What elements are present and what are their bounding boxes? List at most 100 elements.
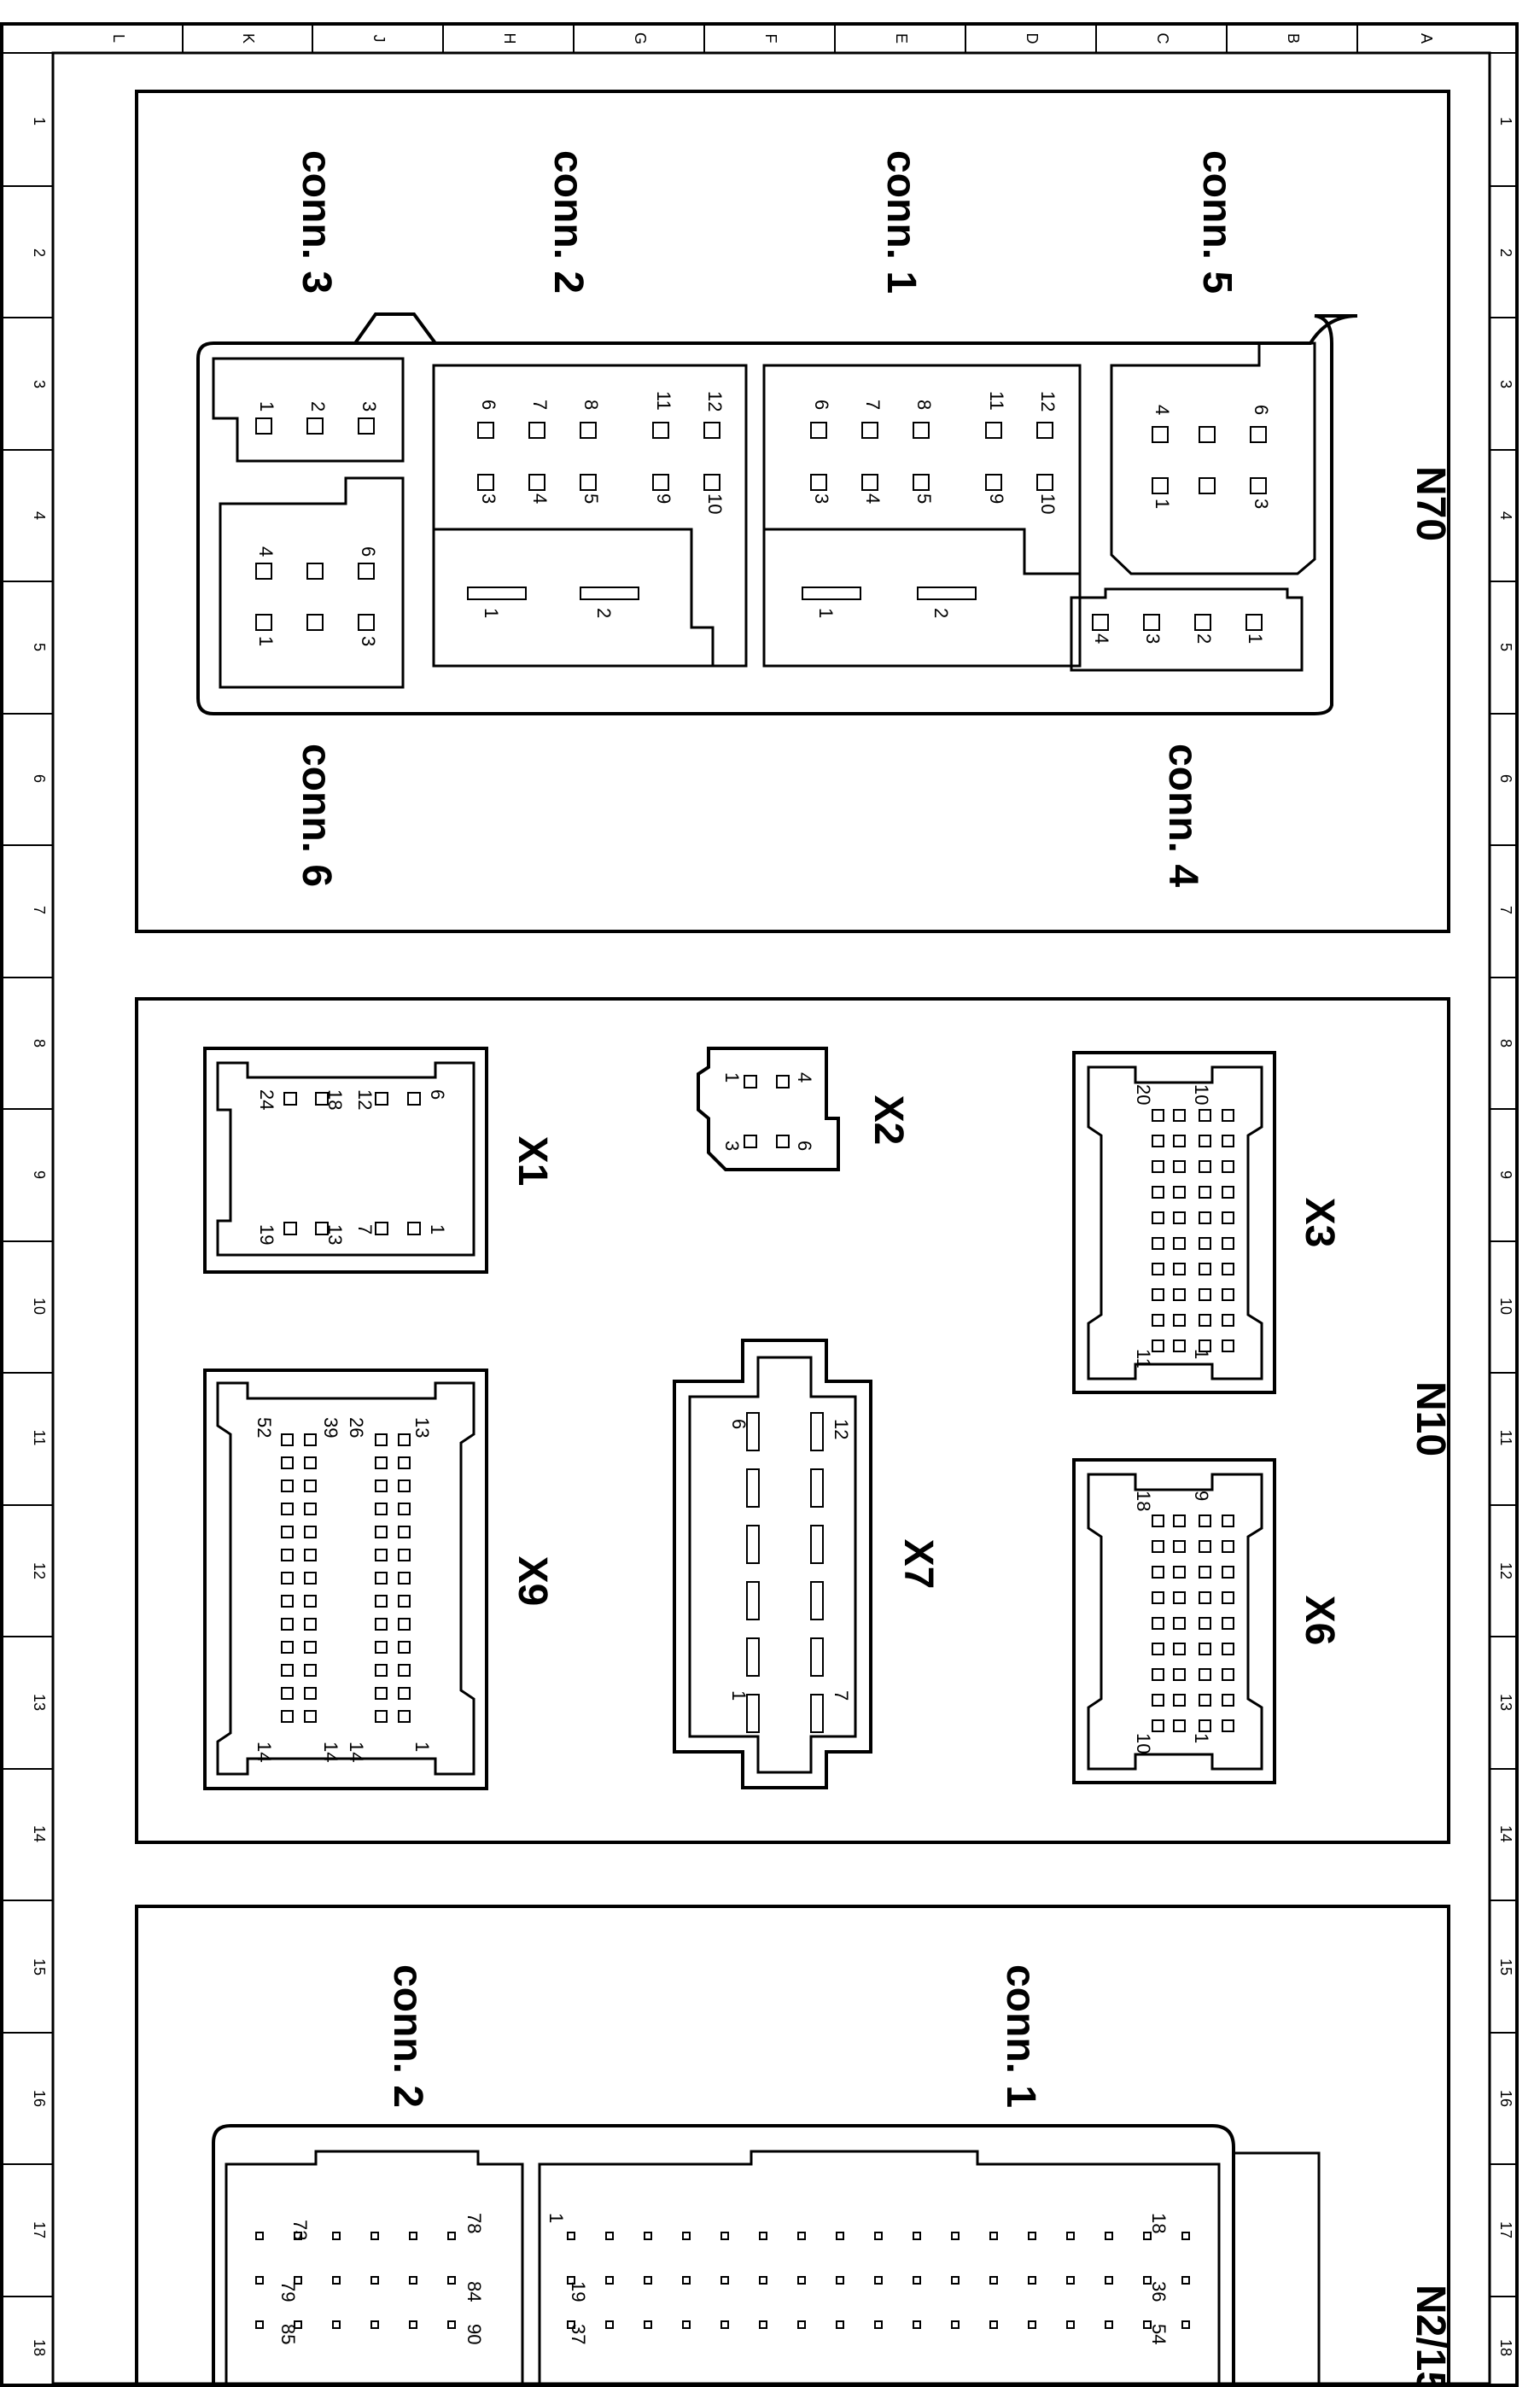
svg-text:13: 13 bbox=[411, 1417, 433, 1438]
col-label: C bbox=[1154, 33, 1171, 44]
svg-text:18: 18 bbox=[1148, 2213, 1170, 2233]
pin-socket bbox=[746, 1525, 760, 1564]
pin-socket bbox=[294, 2320, 302, 2329]
col-label: H bbox=[501, 33, 518, 44]
col-label: F bbox=[762, 34, 779, 44]
pin-socket bbox=[1222, 1591, 1234, 1604]
pin-socket bbox=[797, 2232, 806, 2240]
svg-text:12: 12 bbox=[704, 391, 726, 411]
pin-socket bbox=[874, 2320, 883, 2329]
n70-conn2-label: conn. 2 bbox=[545, 150, 591, 294]
row-labels-right: 1 2 3 4 5 6 7 8 9 10 11 12 13 14 15 16 1… bbox=[1497, 117, 1514, 2356]
pin-socket bbox=[281, 1641, 294, 1654]
pin-socket bbox=[759, 2232, 767, 2240]
pin-socket bbox=[409, 2232, 417, 2240]
pin-socket bbox=[605, 2232, 614, 2240]
svg-text:3: 3 bbox=[478, 493, 499, 504]
pin-socket bbox=[797, 2320, 806, 2329]
pin-socket bbox=[1173, 1566, 1186, 1579]
svg-text:5: 5 bbox=[580, 493, 602, 504]
svg-text:X7: X7 bbox=[895, 1539, 941, 1590]
pin-socket bbox=[759, 2276, 767, 2285]
pin-socket bbox=[375, 1503, 388, 1515]
svg-text:7: 7 bbox=[354, 1224, 376, 1234]
pin-socket bbox=[1222, 1160, 1234, 1173]
pin-socket bbox=[1173, 1109, 1186, 1122]
svg-text:10: 10 bbox=[704, 493, 726, 514]
row-label: 16 bbox=[31, 2090, 48, 2107]
col-label: G bbox=[632, 32, 649, 44]
pin-socket bbox=[281, 1710, 294, 1723]
pin-label: 1 bbox=[255, 636, 277, 646]
svg-text:4: 4 bbox=[1091, 633, 1112, 644]
col-label: L bbox=[110, 34, 127, 43]
pin-socket bbox=[281, 1549, 294, 1561]
row-label: 13 bbox=[31, 1694, 48, 1711]
pin-socket bbox=[644, 2232, 652, 2240]
pin-socket bbox=[746, 1694, 760, 1733]
svg-text:18: 18 bbox=[324, 1089, 346, 1110]
pin-socket bbox=[1173, 1314, 1186, 1327]
column-labels: L K J H G F E D C B A bbox=[110, 32, 1435, 44]
pin-socket bbox=[1222, 1135, 1234, 1147]
pin-socket bbox=[810, 1694, 824, 1733]
n70-housing bbox=[196, 314, 1358, 715]
row-label: 10 bbox=[31, 1298, 48, 1315]
pin-socket bbox=[720, 2320, 729, 2329]
svg-text:79: 79 bbox=[277, 2281, 299, 2302]
pin-socket bbox=[1199, 1540, 1211, 1553]
pin-socket bbox=[797, 2276, 806, 2285]
pin-socket bbox=[1173, 1135, 1186, 1147]
svg-text:7: 7 bbox=[831, 1690, 852, 1701]
pin-socket bbox=[398, 1572, 411, 1585]
row-label: 10 bbox=[1497, 1298, 1514, 1315]
col-label: E bbox=[893, 33, 910, 44]
pin-socket bbox=[1199, 1160, 1211, 1173]
row-label: 3 bbox=[1497, 380, 1514, 388]
pin-socket bbox=[836, 2320, 844, 2329]
pin-socket bbox=[1199, 1668, 1211, 1681]
pin-socket bbox=[1028, 2320, 1036, 2329]
pin-socket bbox=[1105, 2232, 1113, 2240]
pin-socket bbox=[1199, 1314, 1211, 1327]
pin-socket bbox=[913, 2320, 921, 2329]
row-label: 8 bbox=[31, 1039, 48, 1048]
pin-socket bbox=[1173, 1514, 1186, 1527]
pin-socket bbox=[605, 2320, 614, 2329]
pin-socket bbox=[281, 1618, 294, 1631]
pin-socket bbox=[281, 1433, 294, 1446]
pin-socket bbox=[644, 2320, 652, 2329]
svg-text:1: 1 bbox=[1245, 633, 1266, 644]
pin-socket bbox=[409, 2276, 417, 2285]
n70-title: N70 bbox=[1408, 466, 1453, 541]
pin-socket bbox=[1152, 1109, 1164, 1122]
pin-label: 6 bbox=[358, 546, 379, 557]
svg-text:6: 6 bbox=[478, 400, 499, 410]
pin-socket bbox=[746, 1468, 760, 1508]
x3-pin-grid bbox=[1152, 1109, 1234, 1352]
pin-socket bbox=[720, 2232, 729, 2240]
svg-text:19: 19 bbox=[256, 1224, 277, 1245]
n10-x2: X2 4 1 6 3 bbox=[697, 1047, 911, 1171]
pin-socket bbox=[281, 1503, 294, 1515]
n70-panel: N70 conn. 3 conn. 2 conn. 1 conn. 5 conn… bbox=[135, 90, 1453, 933]
svg-text:2: 2 bbox=[593, 608, 615, 618]
pin-socket bbox=[304, 1433, 317, 1446]
svg-text:1: 1 bbox=[815, 608, 837, 618]
row-label: 8 bbox=[1497, 1039, 1514, 1048]
svg-text:19: 19 bbox=[568, 2281, 589, 2302]
pin-socket bbox=[255, 2320, 264, 2329]
n70-latch bbox=[353, 312, 437, 345]
pin-socket bbox=[304, 1572, 317, 1585]
pin-socket bbox=[281, 1479, 294, 1492]
pin-socket bbox=[255, 2232, 264, 2240]
n215-conn2-outline bbox=[225, 2150, 524, 2387]
x7-pin-grid bbox=[746, 1412, 824, 1733]
pin-socket bbox=[913, 2232, 921, 2240]
pin-socket bbox=[1152, 1694, 1164, 1707]
row-label: 2 bbox=[31, 248, 48, 257]
row-label: 14 bbox=[1497, 1825, 1514, 1842]
svg-text:3: 3 bbox=[811, 493, 832, 504]
pin-socket bbox=[913, 2276, 921, 2285]
